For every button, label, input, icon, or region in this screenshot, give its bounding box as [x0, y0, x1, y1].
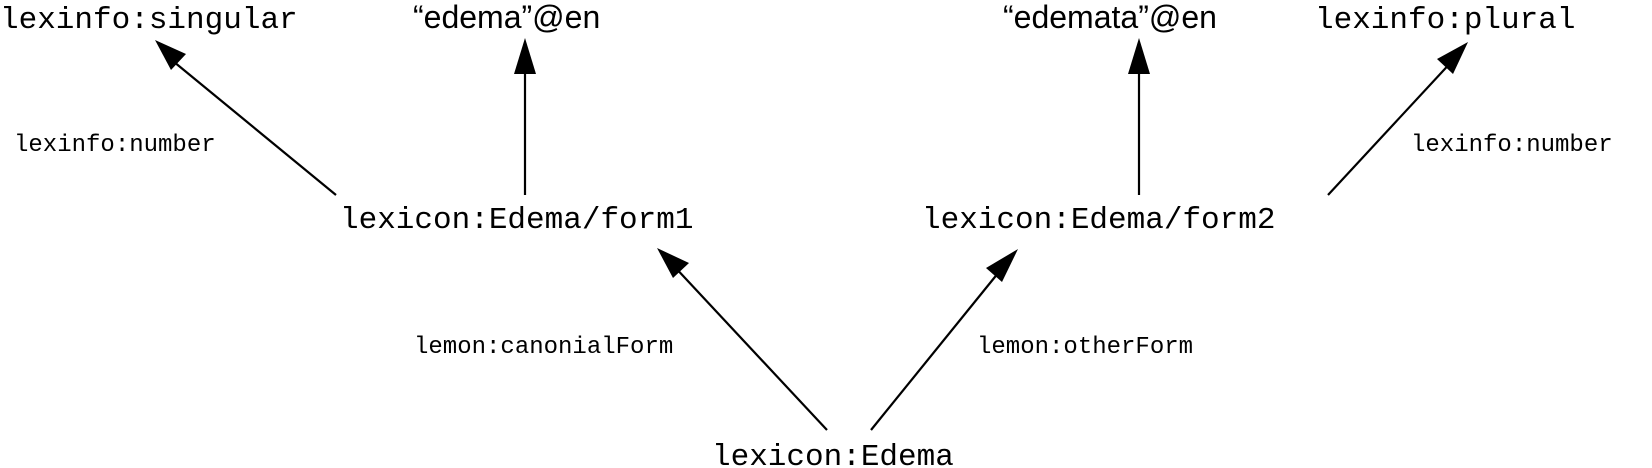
edge-label-canonical-form: lemon:canonialForm	[414, 334, 673, 361]
node-lexicon-edema: lexicon:Edema	[712, 440, 954, 468]
nodes: lexinfo:singular “edema”@en “edemata”@en…	[0, 0, 1575, 468]
edge-edema-form2	[870, 266, 1004, 431]
arrow-head-plural-icon	[1437, 42, 1468, 74]
edge-form1-singular	[167, 56, 337, 196]
node-lexinfo-plural: lexinfo:plural	[1315, 3, 1575, 38]
edge-labels: lexinfo:number lexinfo:number lemon:cano…	[14, 132, 1613, 361]
node-form2: lexicon:Edema/form2	[922, 203, 1275, 238]
edge-label-number-right: lexinfo:number	[1411, 132, 1613, 159]
arrow-head-edema-literal-icon	[514, 38, 536, 74]
edge-label-other-form: lemon:otherForm	[977, 334, 1193, 361]
arrow-heads	[155, 38, 1468, 282]
node-lexinfo-singular: lexinfo:singular	[0, 3, 298, 38]
edges	[167, 56, 1456, 431]
edge-edema-form1	[671, 263, 828, 431]
arrow-head-form1-icon	[657, 248, 689, 278]
arrow-head-form2-icon	[986, 249, 1018, 282]
node-form1: lexicon:Edema/form1	[340, 203, 693, 238]
arrow-head-singular-icon	[155, 40, 186, 70]
edge-form2-plural	[1327, 57, 1456, 196]
node-literal-edema: “edema”@en	[413, 0, 600, 35]
node-literal-edemata: “edemata”@en	[1003, 0, 1217, 35]
arrow-head-edemata-literal-icon	[1128, 38, 1150, 74]
edge-label-number-left: lexinfo:number	[14, 132, 216, 159]
